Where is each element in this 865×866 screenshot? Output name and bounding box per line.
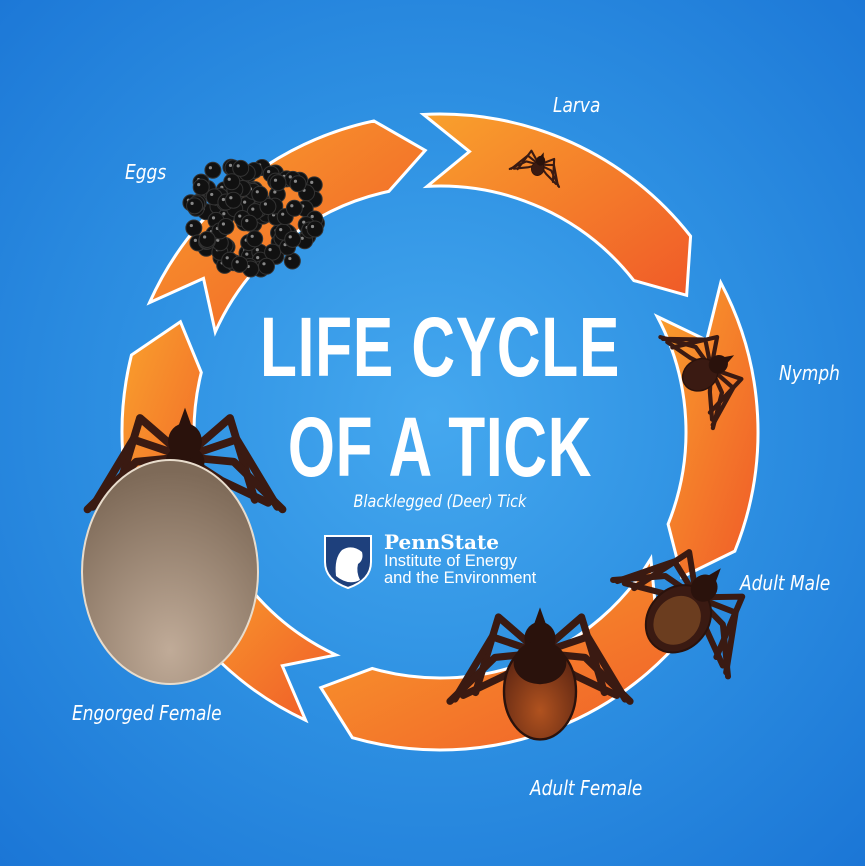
larva-tick-icon bbox=[508, 149, 561, 188]
adult-female-tick-icon bbox=[446, 607, 634, 741]
subtitle: Blacklegged (Deer) Tick bbox=[353, 492, 527, 512]
adult-male-tick-icon bbox=[610, 549, 746, 680]
nittany-lion-shield-icon bbox=[324, 535, 372, 590]
stage-label-adult-female: Adult Female bbox=[530, 776, 643, 800]
stage-label-engorged-female: Engorged Female bbox=[72, 701, 222, 725]
logo-line-2: and the Environment bbox=[384, 569, 537, 588]
stage-label-nymph: Nymph bbox=[779, 361, 840, 385]
logo-name: PennState bbox=[384, 530, 499, 554]
engorged-female-tick-icon bbox=[81, 407, 287, 685]
egg-cluster-icon bbox=[182, 158, 325, 278]
stage-label-adult-male: Adult Male bbox=[740, 571, 831, 595]
title-line-1: LIFE CYCLE bbox=[259, 300, 621, 394]
stage-label-larva: Larva bbox=[553, 93, 601, 117]
cycle-arrow-segment bbox=[419, 112, 693, 298]
logo-line-1: Institute of Energy bbox=[384, 552, 517, 570]
nymph-tick-icon bbox=[658, 334, 744, 431]
stage-label-eggs: Eggs bbox=[125, 160, 167, 184]
cycle-arrow-segment bbox=[653, 278, 760, 580]
pennstate-logo: PennState Institute of Energy and the En… bbox=[322, 532, 536, 590]
title-line-2: OF A TICK bbox=[287, 400, 593, 494]
